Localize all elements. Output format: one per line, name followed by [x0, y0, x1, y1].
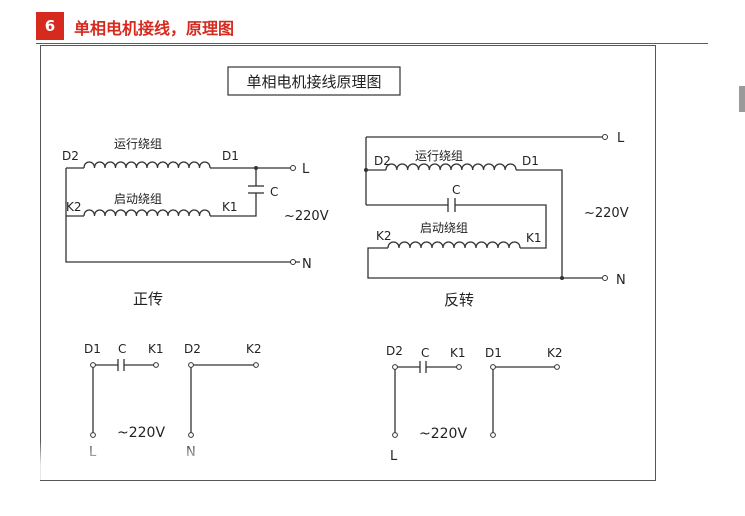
- section-number-badge: 6: [36, 12, 64, 40]
- forward-start-winding-coil: [83, 209, 211, 217]
- reverse-run-winding-coil: [385, 163, 517, 171]
- reverse-l-terminal: [602, 134, 608, 140]
- rt-d1-terminal: [490, 364, 496, 370]
- rt-label-k2: K2: [547, 346, 563, 360]
- ft-d2-terminal: [188, 362, 194, 368]
- forward-caption: 正传: [133, 290, 163, 308]
- reverse-label-c: C: [452, 183, 460, 197]
- forward-label-run: 运行绕组: [114, 137, 162, 151]
- rt-label-d2: D2: [386, 344, 403, 358]
- reverse-label-voltage: ~220V: [584, 206, 629, 221]
- ft-label-k1: K1: [148, 342, 164, 356]
- ft-n-terminal: [188, 432, 194, 438]
- reverse-label-k1: K1: [526, 231, 542, 245]
- forward-label-voltage: ~220V: [284, 209, 329, 224]
- rt-label-d1: D1: [485, 346, 502, 360]
- forward-terminal-wiring: [92, 359, 254, 433]
- forward-label-d2: D2: [62, 149, 79, 163]
- reverse-label-k2: K2: [376, 229, 392, 243]
- reverse-start-winding-coil: [387, 241, 521, 249]
- reverse-label-d2: D2: [374, 154, 391, 168]
- forward-label-l: L: [302, 162, 310, 177]
- forward-label-k2: K2: [66, 200, 82, 214]
- reverse-terminal-wiring: [394, 361, 555, 433]
- forward-label-n: N: [302, 257, 312, 272]
- rt-right-terminal: [490, 432, 496, 438]
- rt-label-voltage: ~220V: [419, 426, 467, 442]
- ft-label-c: C: [118, 342, 126, 356]
- diagram-title-box: [227, 66, 401, 96]
- rt-label-c: C: [421, 346, 429, 360]
- reverse-n-wire: [367, 247, 602, 279]
- forward-cap-bottom: [210, 193, 257, 217]
- forward-wiring: [65, 161, 300, 263]
- forward-n-terminal: [290, 259, 296, 265]
- forward-run-winding-coil: [83, 161, 211, 169]
- scrollbar-thumb[interactable]: [739, 86, 745, 112]
- reverse-label-start: 启动绕组: [420, 221, 468, 235]
- rt-k2-terminal: [554, 364, 560, 370]
- header-divider: [36, 43, 708, 44]
- rt-label-k1: K1: [450, 346, 466, 360]
- diagram-title: 单相电机接线原理图: [246, 73, 381, 91]
- forward-label-k1: K1: [222, 200, 238, 214]
- rt-label-l: L: [390, 449, 398, 464]
- reverse-cap-right: [455, 204, 547, 249]
- forward-junction: [254, 166, 258, 170]
- reverse-label-l: L: [617, 131, 625, 146]
- rt-k1-terminal: [456, 364, 462, 370]
- ft-k1-terminal: [153, 362, 159, 368]
- ft-label-l: L: [89, 445, 97, 460]
- rt-l-terminal: [392, 432, 398, 438]
- ft-label-k2: K2: [246, 342, 262, 356]
- rt-d2-terminal: [392, 364, 398, 370]
- reverse-caption: 反转: [444, 291, 474, 309]
- forward-label-start: 启动绕组: [114, 192, 162, 206]
- reverse-junction-1: [364, 168, 368, 172]
- section-header: 6 单相电机接线，原理图: [36, 12, 708, 44]
- reverse-wiring: [365, 136, 602, 279]
- reverse-label-n: N: [616, 273, 626, 288]
- forward-l-terminal: [290, 165, 296, 171]
- reverse-d1-to-n: [516, 169, 563, 278]
- forward-label-d1: D1: [222, 149, 239, 163]
- ft-label-d2: D2: [184, 342, 201, 356]
- ft-label-voltage: ~220V: [117, 425, 165, 441]
- ft-k2-terminal: [253, 362, 259, 368]
- reverse-junction-2: [560, 276, 564, 280]
- forward-n-wire: [65, 168, 300, 263]
- ft-label-n: N: [186, 445, 196, 460]
- ft-l-terminal: [90, 432, 96, 438]
- forward-label-c: C: [270, 185, 278, 199]
- section-title: 单相电机接线，原理图: [74, 19, 235, 38]
- diagram-frame: [40, 45, 656, 481]
- reverse-label-d1: D1: [522, 154, 539, 168]
- reverse-n-terminal: [602, 275, 608, 281]
- ft-label-d1: D1: [84, 342, 101, 356]
- ft-d1-terminal: [90, 362, 96, 368]
- reverse-label-run: 运行绕组: [415, 149, 463, 163]
